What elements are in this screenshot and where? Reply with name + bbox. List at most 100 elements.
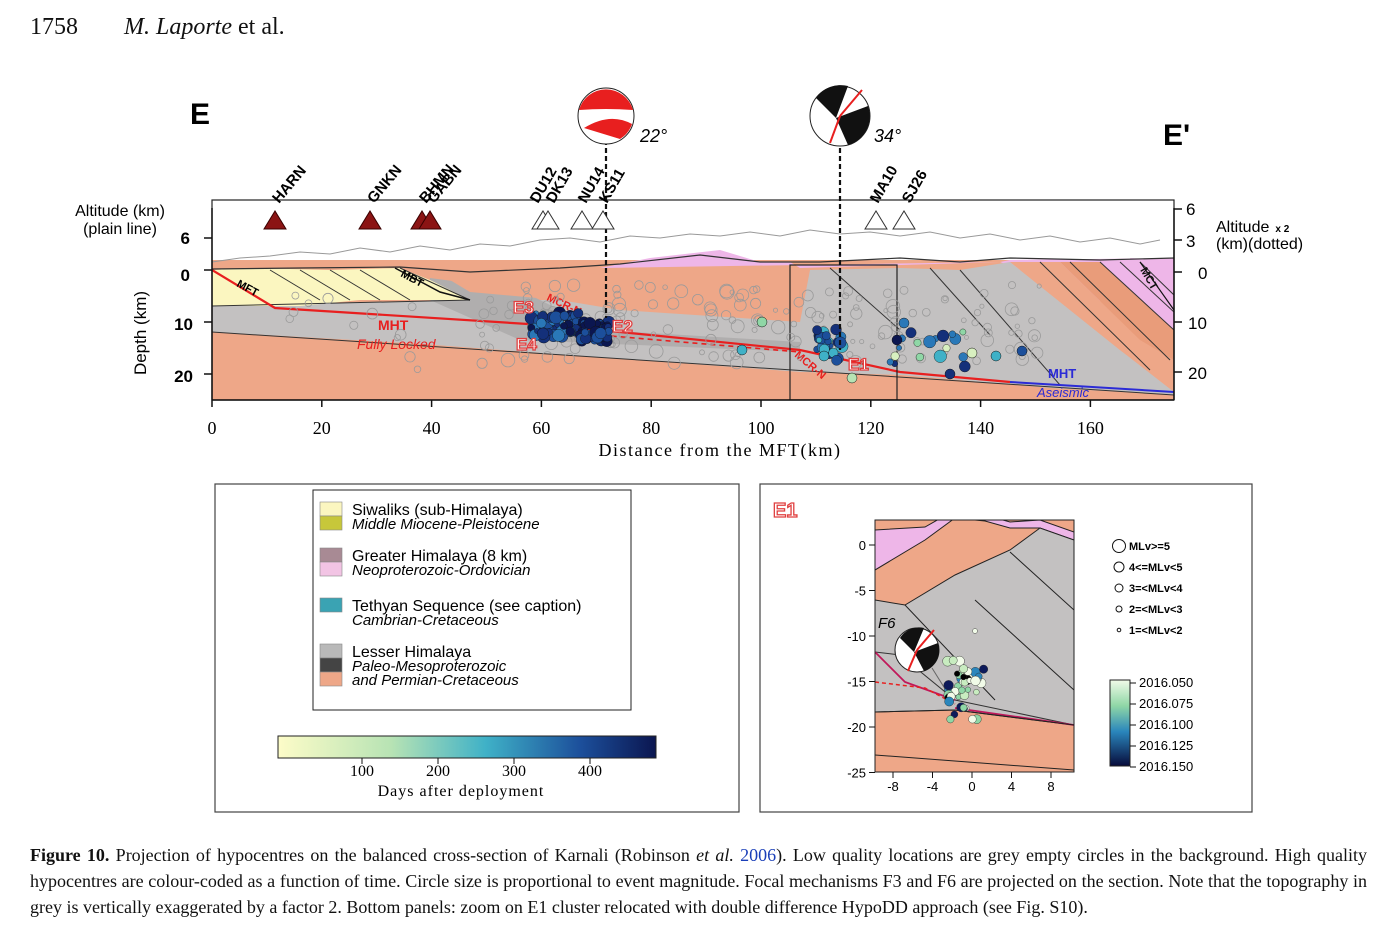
x-tick-label: 120: [857, 418, 884, 438]
low-quality-hypocentres: [285, 278, 1044, 373]
grey-hypocentre: [662, 324, 674, 335]
grey-hypocentre: [982, 322, 992, 332]
inset-hypocentre: [954, 670, 961, 677]
legend-swatch: [319, 561, 343, 577]
legend-item-title: Greater Himalaya (8 km): [352, 548, 527, 565]
hq-hypocentre: [959, 360, 971, 373]
grey-hypocentre: [790, 320, 798, 328]
focal-2-angle: 34°: [874, 126, 901, 146]
hq-hypocentre: [559, 311, 570, 321]
grey-hypocentre: [366, 307, 379, 320]
inset-focal-label: F6: [878, 615, 896, 632]
grey-hypocentre: [644, 281, 656, 293]
hq-hypocentre: [831, 354, 842, 366]
grey-hypocentre: [869, 343, 876, 350]
grey-hypocentre: [349, 320, 359, 330]
hq-hypocentre: [594, 327, 607, 340]
station-open-marker: [570, 210, 594, 230]
legend-swatch: [319, 515, 343, 531]
size-legend-circle: [1112, 539, 1126, 553]
grey-hypocentre: [983, 328, 993, 338]
right-alt-tick: 0: [1198, 264, 1207, 283]
grey-hypocentre: [667, 297, 680, 310]
right-depth-tick: 10: [1188, 314, 1207, 333]
inset-y-tick-label: -10: [847, 629, 866, 644]
caption-year-link[interactable]: 2006: [740, 845, 777, 865]
grey-hypocentre: [847, 321, 853, 328]
grey-hypocentre: [883, 288, 893, 299]
grey-hypocentre: [1008, 281, 1017, 290]
hq-hypocentre: [933, 349, 947, 363]
legend-item-sub: Middle Miocene-Pleistocene: [352, 516, 540, 533]
lesser-himalaya: [212, 262, 1174, 395]
station-filled-marker: [358, 210, 382, 230]
inset-hypocentre: [943, 680, 954, 691]
days-tick-label: 300: [502, 763, 526, 780]
days-colorbar-label: Days after deployment: [378, 783, 545, 800]
grey-hypocentre: [634, 280, 644, 290]
station-open-marker: [536, 210, 560, 230]
year-colorbar: [1109, 679, 1131, 767]
grey-hypocentre: [850, 338, 856, 344]
grey-hypocentre: [648, 343, 664, 359]
inset-x-tick-label: -4: [927, 779, 939, 794]
right-depth-tick: 20: [1188, 364, 1207, 383]
grey-hypocentre: [825, 287, 834, 297]
figure-10: E E': [75, 85, 1303, 813]
grey-hypocentre: [615, 312, 626, 323]
grey-hypocentre: [566, 278, 581, 292]
legend-swatch: [319, 671, 343, 687]
grey-hypocentre: [304, 299, 313, 308]
hq-hypocentre: [536, 318, 547, 329]
size-legend-label: 3=<MLv<4: [1129, 583, 1183, 595]
grey-hypocentre: [1004, 302, 1019, 317]
hq-hypocentre: [818, 350, 830, 362]
grey-hypocentre: [674, 284, 689, 299]
grey-hypocentre: [404, 351, 416, 363]
grey-hypocentre: [750, 297, 762, 309]
grey-hypocentre: [843, 286, 854, 297]
grey-hypocentre: [842, 292, 850, 300]
cross-section: E E': [75, 85, 1303, 461]
legend-swatch: [319, 657, 343, 673]
grey-hypocentre: [855, 295, 863, 302]
inset-x-tick-label: 0: [968, 779, 975, 794]
grey-hypocentre: [500, 352, 516, 368]
grey-hypocentre: [729, 355, 744, 370]
mbt-fault-line: [394, 267, 471, 301]
grey-hypocentre: [705, 333, 717, 346]
grey-hypocentre: [883, 308, 889, 314]
hq-hypocentre: [890, 351, 900, 361]
grey-hypocentre: [783, 308, 790, 315]
mht-fault-line: [212, 269, 1011, 384]
hq-hypocentre: [756, 316, 768, 328]
legend-item-title: Siwaliks (sub-Himalaya): [352, 502, 523, 519]
grey-hypocentre: [705, 309, 719, 323]
grey-hypocentre: [569, 343, 581, 355]
hq-hypocentre: [898, 317, 910, 329]
hq-hypocentre: [891, 334, 903, 346]
hq-hypocentre: [942, 344, 951, 352]
depth-axis-label: Depth (km): [131, 291, 150, 375]
caption-etal: et al.: [696, 845, 734, 865]
grey-hypocentre: [1031, 334, 1038, 341]
grey-hypocentre: [852, 304, 860, 311]
grey-hypocentre: [940, 295, 950, 304]
inset-focal-mechanism: [894, 627, 953, 701]
grey-hypocentre: [708, 351, 719, 362]
legend-swatch: [319, 501, 343, 517]
grey-hypocentre: [786, 332, 796, 342]
grey-hypocentre: [522, 293, 533, 303]
hq-hypocentre: [905, 327, 917, 339]
hq-hypocentre: [537, 327, 550, 340]
legend-item-sub2: and Permian-Cretaceous: [352, 672, 519, 689]
grey-hypocentre: [322, 292, 334, 304]
hq-hypocentre: [896, 345, 902, 351]
grey-hypocentre: [972, 356, 981, 366]
grey-hypocentre: [492, 324, 501, 332]
station-open-marker: [864, 210, 888, 230]
grey-hypocentre: [1028, 317, 1036, 325]
grey-hypocentre: [877, 332, 886, 340]
